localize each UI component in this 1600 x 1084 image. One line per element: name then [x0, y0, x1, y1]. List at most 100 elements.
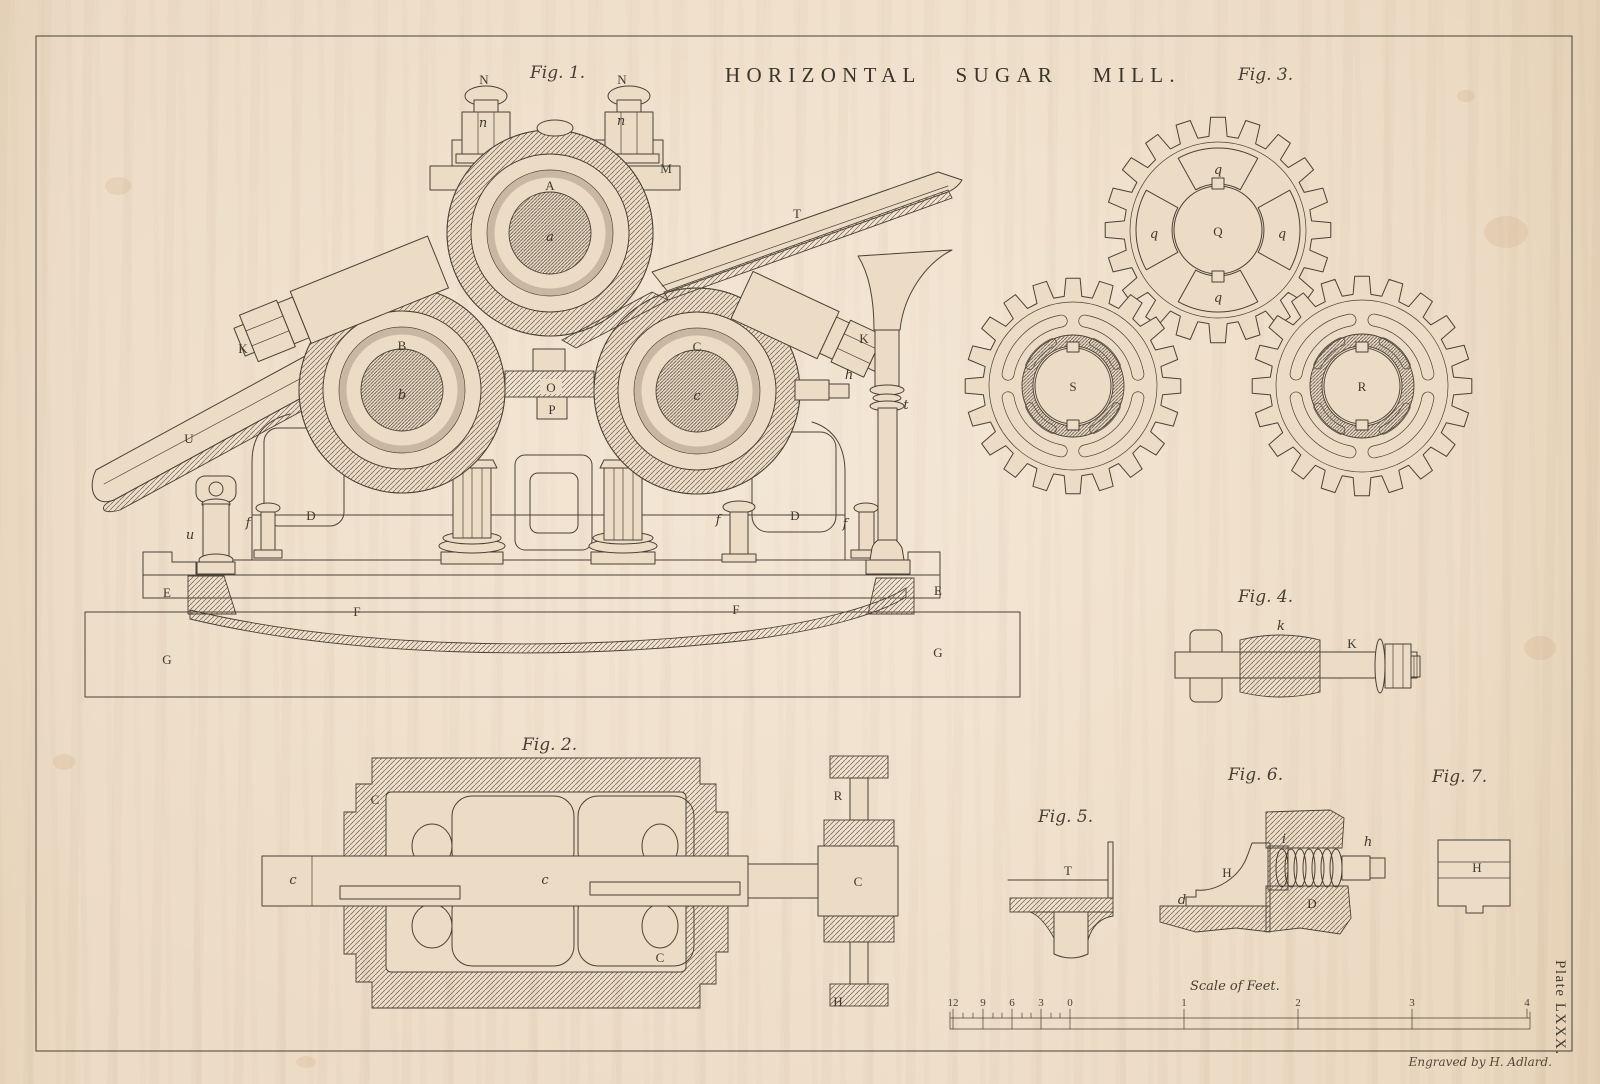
fluted-column-right [588, 459, 658, 565]
part-label-d: d [1178, 893, 1186, 908]
screw-jack-u [195, 475, 237, 575]
part-label-D-right: D [790, 508, 799, 523]
fig5-caption: Fig. 5. [1037, 807, 1093, 827]
set-screw-spring [1275, 848, 1343, 888]
plate-border [35, 35, 1573, 1052]
part-label-H-plan: H [1472, 860, 1481, 875]
part-label-N2: N [617, 72, 627, 87]
part-label-c-journal: c [289, 873, 297, 888]
part-label-U: U [184, 431, 194, 446]
part-label-C-block: C [371, 792, 380, 807]
part-label-f2: f [715, 513, 723, 528]
part-label-H-bearing: H [1222, 865, 1231, 880]
part-label-k: k [1277, 619, 1285, 634]
part-label-R: R [1358, 379, 1367, 394]
part-label-i: i [1282, 832, 1286, 847]
fig2-caption: Fig. 2. [521, 735, 577, 755]
part-label-q-bottom: q [1214, 291, 1222, 306]
part-label-G-left: G [162, 652, 171, 667]
adjusting-stand-right [850, 502, 882, 559]
part-label-N: N [479, 72, 489, 87]
part-label-D-frame: D [1307, 896, 1316, 911]
part-label-c-shaft: c [541, 873, 549, 888]
part-label-K-left: K [238, 341, 248, 356]
part-label-B: B [398, 338, 407, 353]
part-label-u: u [186, 528, 194, 543]
fig7-caption: Fig. 7. [1431, 767, 1487, 787]
part-label-q-left: q [1150, 227, 1158, 242]
scale-num-3ft: 3 [1409, 997, 1415, 1009]
adjusting-bolt-left [233, 235, 449, 363]
part-label-E-right: E [934, 583, 942, 598]
part-label-G-right: G [933, 645, 942, 660]
part-label-R-hub: R [834, 788, 843, 803]
gear-Q [1104, 116, 1332, 344]
adjusting-stand-left [253, 502, 283, 559]
scale-num-3in: 3 [1038, 997, 1044, 1009]
part-label-A: A [545, 178, 555, 193]
part-label-Q: Q [1213, 224, 1223, 239]
fig1-caption: Fig. 1. [529, 63, 585, 83]
gear-R [1251, 275, 1473, 497]
scale-caption: Scale of Feet. [1190, 979, 1280, 994]
feed-trough [561, 171, 963, 349]
plate-number: Plate LXXX. [1552, 960, 1568, 1056]
part-label-n: n [479, 116, 487, 131]
part-label-T: T [793, 206, 801, 221]
part-label-C-block2: C [656, 950, 665, 965]
trough-column [857, 249, 953, 575]
part-label-c: c [693, 389, 701, 404]
trash-plate [504, 348, 595, 420]
adjusting-bolt-right [730, 270, 888, 378]
part-label-f3: f [842, 517, 850, 532]
fig4-caption: Fig. 4. [1237, 587, 1293, 607]
journal-pin [794, 379, 830, 401]
scale-num-6: 6 [1009, 997, 1015, 1009]
part-label-b: b [398, 388, 406, 403]
roller-C [593, 287, 801, 495]
part-label-M: M [660, 161, 672, 176]
fig5-trough-section: Fig. 5. T [1007, 807, 1114, 959]
engraver-credit: Engraved by H. Adlard. [1408, 1055, 1552, 1069]
part-label-q-right: q [1278, 227, 1286, 242]
scale-num-12: 12 [948, 997, 959, 1009]
scale-num-0: 0 [1067, 997, 1073, 1009]
part-label-n2: n [617, 114, 625, 129]
part-label-t: t [903, 398, 909, 413]
roller-top-boss [536, 119, 574, 137]
part-label-H-hub: H [833, 994, 842, 1009]
part-label-q-top: q [1214, 163, 1222, 178]
adjusting-stand-middle [721, 500, 757, 563]
tie-bolt-nut-right [598, 85, 660, 164]
part-label-D-left: D [306, 508, 315, 523]
fig6-bearing-screw: Fig. 6. H d D i h [1159, 765, 1386, 935]
part-label-h: h [845, 368, 853, 383]
part-label-O: O [546, 380, 555, 395]
roller-B [298, 286, 506, 494]
part-label-h-screw: h [1364, 835, 1372, 850]
scale-of-feet: Scale of Feet. 12 9 6 3 0 1 2 3 4 [948, 979, 1531, 1030]
fig3-gearing: Fig. 3. q q Q q q S R [964, 65, 1473, 497]
fluted-column-left [438, 459, 506, 565]
part-label-S: S [1069, 379, 1076, 394]
fig1-mill-elevation: Fig. 1. N n N n M A a B b C c O P T t h … [84, 63, 1021, 698]
paper-texture-spots [53, 90, 1556, 1068]
part-label-C: C [693, 339, 702, 354]
plate-title: HORIZONTAL SUGAR MILL. [725, 63, 1181, 87]
scale-num-1: 1 [1181, 997, 1187, 1009]
part-label-E-left: E [163, 585, 171, 600]
scale-ticks [952, 1008, 1528, 1030]
part-label-K-right: K [859, 331, 869, 346]
fig3-caption: Fig. 3. [1237, 65, 1293, 85]
part-label-a: a [546, 230, 554, 245]
part-label-T-section: T [1064, 863, 1072, 878]
part-label-C-hub: C [854, 874, 863, 889]
scale-num-2: 2 [1295, 997, 1301, 1009]
scale-num-4: 4 [1524, 997, 1530, 1009]
gear-S [964, 277, 1182, 495]
part-label-K-bolt: K [1347, 636, 1357, 651]
part-label-f1: f [245, 516, 253, 531]
fig7-bearing-plan: Fig. 7. H [1431, 767, 1511, 914]
